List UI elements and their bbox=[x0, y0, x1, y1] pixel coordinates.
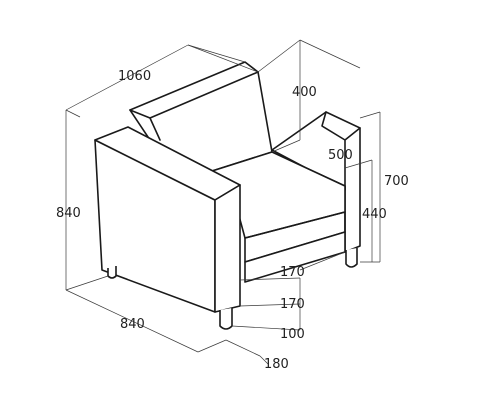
left-armrest-front bbox=[214, 184, 241, 313]
label-back-depth: 400 bbox=[292, 85, 317, 100]
label-leg-height: 100 bbox=[280, 327, 305, 342]
label-seat-height: 440 bbox=[362, 207, 387, 222]
label-armrest-width-a: 170 bbox=[280, 265, 305, 280]
label-bottom-depth: 840 bbox=[120, 317, 145, 332]
label-armrest-width-b: 170 bbox=[280, 297, 305, 312]
label-back-height: 700 bbox=[384, 174, 409, 189]
label-leg-offset: 180 bbox=[264, 357, 289, 372]
leg-back-right bbox=[345, 248, 358, 268]
label-seat-depth: 500 bbox=[328, 148, 353, 163]
right-armrest-edge bbox=[321, 111, 361, 191]
armchair bbox=[94, 61, 361, 330]
dimension-lines bbox=[65, 39, 381, 365]
leg-front-left bbox=[107, 266, 117, 279]
leg-front-right bbox=[219, 308, 233, 330]
label-overall-height: 840 bbox=[56, 206, 81, 221]
legs bbox=[107, 248, 358, 330]
label-overall-width: 1060 bbox=[118, 69, 151, 84]
backrest-top-edge bbox=[129, 71, 259, 141]
dimension-labels: 1060 400 500 700 440 840 170 170 100 180… bbox=[56, 69, 409, 372]
